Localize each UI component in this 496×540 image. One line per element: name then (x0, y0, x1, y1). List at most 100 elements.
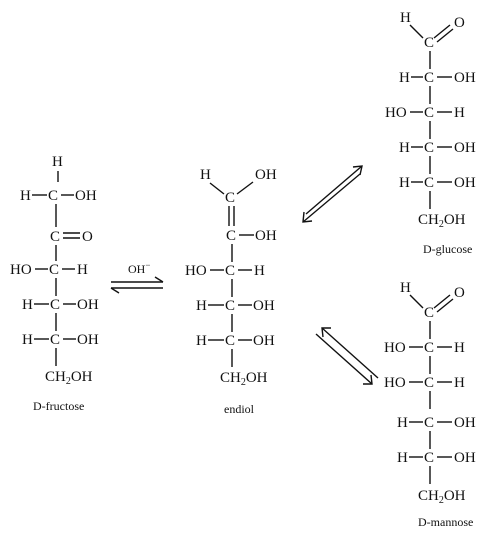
reverse-arrow-line (302, 173, 361, 223)
atom-h: H (52, 154, 63, 170)
forward-arrowhead (154, 276, 164, 283)
atom-h: H (397, 415, 408, 431)
forward-arrowhead (352, 165, 363, 176)
ch-text: CH (418, 488, 439, 504)
endiol-structure: H C OH C OH HO C H H C OH H C OH CH2OH e… (185, 167, 277, 416)
atom-h: H (399, 175, 410, 191)
mannose-structure: H C O HO C H HO C H H C OH H C OH CH2OH … (384, 280, 476, 529)
ch-text: CH (418, 212, 439, 228)
atom-h: H (454, 375, 465, 391)
atom-c: C (225, 263, 235, 279)
bond (409, 24, 424, 39)
reverse-arrowhead (302, 211, 313, 223)
catalyst-oh: OH (128, 262, 146, 276)
equilibrium-arrow-left: OH− (110, 260, 164, 294)
atom-ch2oh: CH2OH (45, 369, 93, 387)
ch-text: CH (45, 369, 66, 385)
subscript-2: 2 (439, 219, 444, 230)
forward-arrowhead (363, 374, 373, 385)
atom-o: O (454, 285, 465, 301)
atom-c: C (225, 298, 235, 314)
caption-fructose: D-fructose (33, 399, 84, 413)
catalyst-label: OH− (128, 260, 150, 276)
atom-c: C (424, 340, 434, 356)
reverse-arrow-line (321, 327, 379, 379)
atom-ho: HO (185, 263, 207, 279)
forward-arrow-line (315, 333, 373, 385)
subscript-2: 2 (66, 376, 71, 387)
atom-oh: OH (454, 70, 476, 86)
equilibrium-arrow-lower (315, 327, 379, 385)
bond (209, 182, 225, 195)
atom-oh: OH (253, 298, 275, 314)
double-bond (433, 294, 451, 309)
glucose-structure: H C O H C OH HO C H H C OH H C OH CH2OH … (385, 10, 476, 256)
atom-c: C (49, 262, 59, 278)
atom-c: C (50, 229, 60, 245)
reverse-arrowhead (110, 287, 120, 294)
atom-h: H (400, 10, 411, 26)
atom-oh: OH (454, 175, 476, 191)
atom-h: H (454, 105, 465, 121)
atom-c: C (424, 175, 434, 191)
atom-h: H (196, 298, 207, 314)
atom-ch2oh: CH2OH (220, 370, 268, 388)
double-bond (433, 24, 451, 39)
atom-oh: OH (454, 450, 476, 466)
atom-h: H (454, 340, 465, 356)
caption-endiol: endiol (224, 402, 255, 416)
atom-oh: OH (75, 188, 97, 204)
atom-h: H (254, 263, 265, 279)
subscript-2: 2 (439, 495, 444, 506)
atom-c: C (226, 228, 236, 244)
atom-c: C (424, 140, 434, 156)
atom-oh: OH (255, 228, 277, 244)
equilibrium-arrow-upper (302, 165, 363, 223)
atom-h: H (22, 297, 33, 313)
atom-c: C (225, 190, 235, 206)
atom-o: O (454, 15, 465, 31)
atom-c: C (225, 333, 235, 349)
atom-c: C (50, 297, 60, 313)
atom-ho: HO (384, 340, 406, 356)
atom-ch2oh: CH2OH (418, 212, 466, 230)
atom-oh: OH (77, 332, 99, 348)
atom-ho: HO (10, 262, 32, 278)
oh-text: OH (71, 369, 93, 385)
atom-h: H (20, 188, 31, 204)
atom-h: H (399, 140, 410, 156)
atom-h: H (77, 262, 88, 278)
oh-text: OH (246, 370, 268, 386)
atom-ho: HO (385, 105, 407, 121)
atom-h: H (399, 70, 410, 86)
bond (236, 181, 254, 195)
atom-h: H (397, 450, 408, 466)
atom-o: O (82, 229, 93, 245)
reverse-arrowhead (321, 327, 331, 338)
atom-c: C (48, 188, 58, 204)
catalyst-charge: − (145, 260, 150, 270)
oh-text: OH (444, 488, 466, 504)
atom-oh: OH (454, 415, 476, 431)
atom-c: C (424, 70, 434, 86)
atom-h: H (400, 280, 411, 296)
caption-mannose: D-mannose (418, 515, 473, 529)
atom-oh: OH (255, 167, 277, 183)
subscript-2: 2 (241, 377, 246, 388)
atom-h: H (200, 167, 211, 183)
atom-ho: HO (384, 375, 406, 391)
atom-ch2oh: CH2OH (418, 488, 466, 506)
atom-c: C (424, 35, 434, 51)
atom-c: C (424, 375, 434, 391)
bond (409, 294, 424, 309)
fructose-structure: H H C OH C O HO C H H C OH H C OH CH2OH … (10, 154, 99, 413)
atom-oh: OH (77, 297, 99, 313)
atom-c: C (424, 305, 434, 321)
atom-c: C (424, 105, 434, 121)
caption-glucose: D-glucose (423, 242, 472, 256)
atom-c: C (50, 332, 60, 348)
atom-c: C (424, 415, 434, 431)
double-bond (436, 298, 454, 313)
